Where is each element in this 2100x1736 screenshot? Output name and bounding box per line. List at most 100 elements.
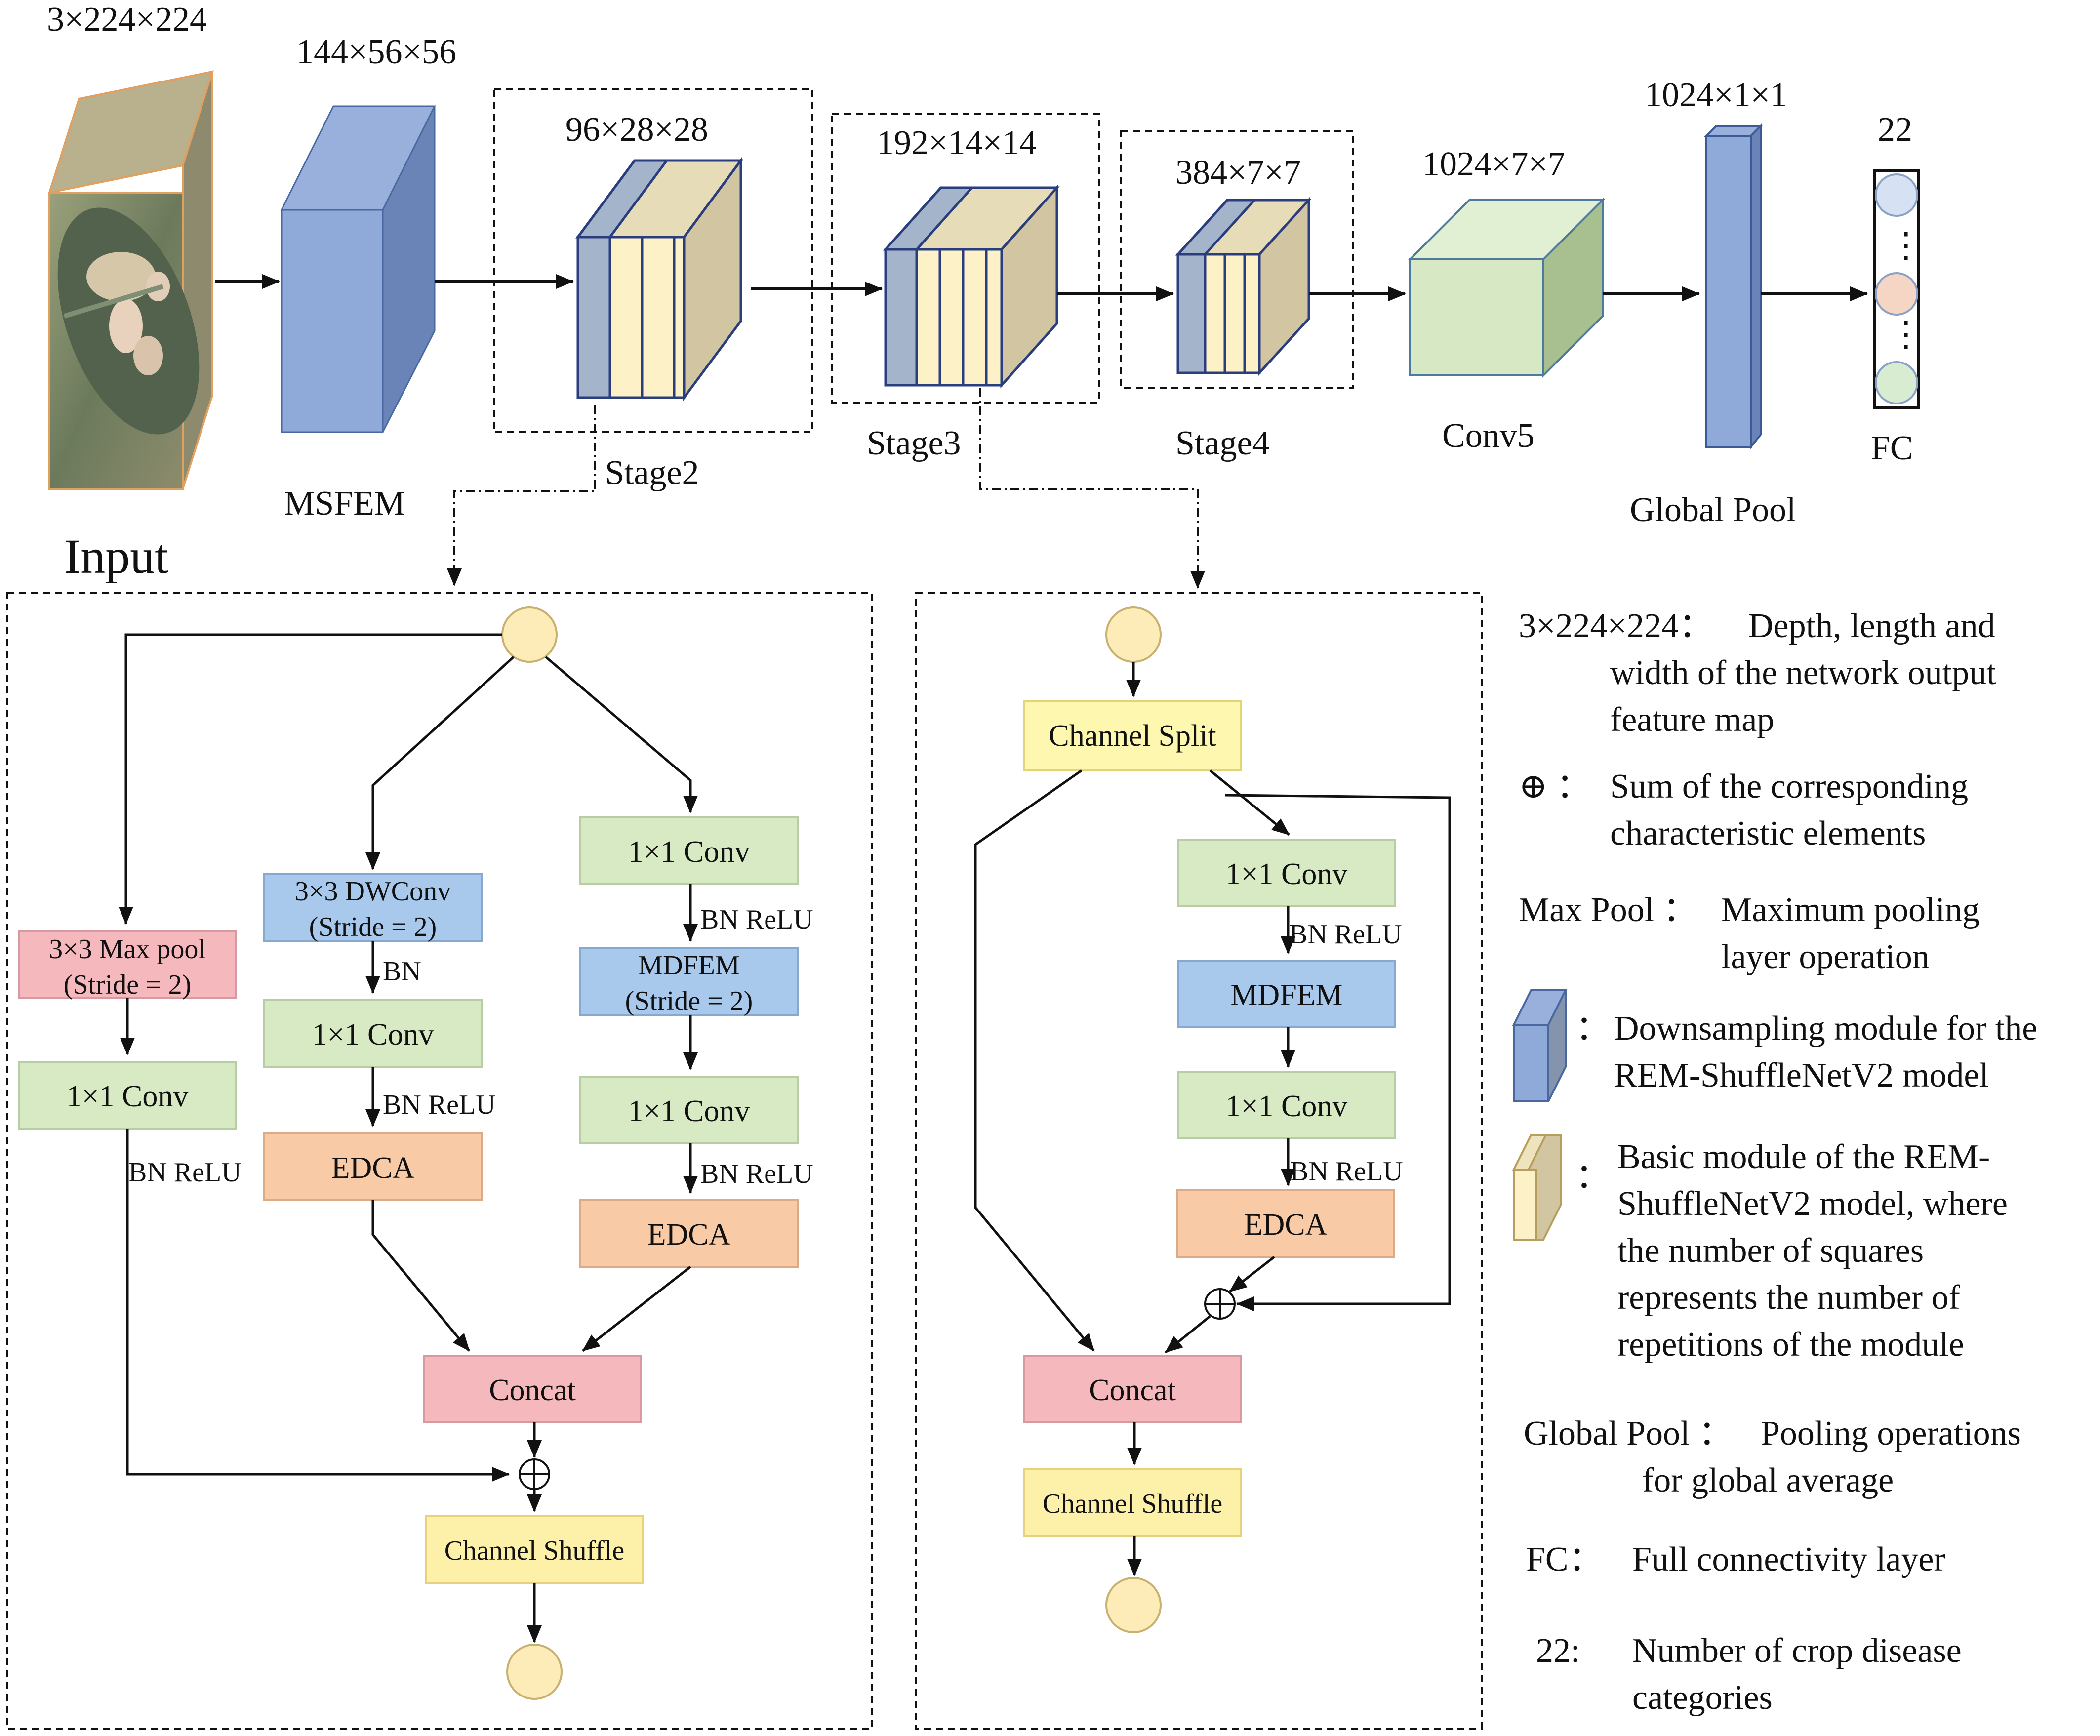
left-branch-b-arrow — [365, 656, 515, 870]
legend-gpool-desc-2: for global average — [1642, 1461, 1894, 1499]
right-mdfem-label: MDFEM — [1230, 978, 1342, 1012]
legend-n-desc-2: categories — [1632, 1679, 1773, 1717]
input-dims: 3×224×224 — [47, 0, 207, 39]
right-residual-arrow — [1224, 794, 1451, 1311]
left-input-node — [501, 606, 558, 663]
conv5-block — [1408, 198, 1605, 378]
left-branch-c-arrow — [545, 656, 698, 813]
left-a-conv-label: 1×1 Conv — [67, 1080, 189, 1113]
left-shuffle-box — [425, 1515, 644, 1584]
fc-label: FC — [1871, 429, 1913, 467]
right-concat-label: Concat — [1089, 1373, 1176, 1407]
legend-n-key: 22: — [1536, 1632, 1580, 1670]
left-c-bnrelu1: BN ReLU — [700, 904, 813, 935]
arrow-rplus-concat — [1165, 1315, 1211, 1353]
left-concat-label: Concat — [489, 1373, 576, 1407]
legend-basic-key: ： — [1575, 1158, 1610, 1196]
legend-sum-desc-2: characteristic elements — [1610, 814, 1926, 852]
stage4-dims: 384×7×7 — [1175, 154, 1301, 192]
fc-dots-lower: ⋮ — [1889, 316, 1923, 354]
connector-stage3-detail — [979, 388, 1205, 589]
stage3-dims: 192×14×14 — [877, 124, 1037, 162]
legend-sum-key: ⊕ ： — [1519, 767, 1591, 806]
left-b-bn: BN — [383, 956, 421, 987]
right-shuffle-label: Channel Shuffle — [1043, 1489, 1222, 1519]
right-shuffle-box — [1023, 1468, 1242, 1537]
left-detail-frame — [6, 592, 873, 1730]
maxpool-line1: 3×3 Max pool — [49, 934, 206, 965]
right-output-node — [1105, 1577, 1162, 1633]
arrow-split-conv1 — [1209, 769, 1290, 836]
left-mdfem-line1: MDFEM — [638, 950, 739, 981]
dwconv-line1: 3×3 DWConv — [295, 876, 451, 907]
gpool-dims: 1024×1×1 — [1645, 76, 1787, 114]
fc-block — [1873, 169, 1920, 409]
legend-maxpool-desc-1: Maximum pooling — [1721, 891, 1979, 929]
legend-basic-desc-1: Basic module of the REM- — [1617, 1138, 1990, 1176]
conv5-label: Conv5 — [1442, 417, 1535, 455]
legend-dims-desc-2: width of the network output — [1610, 654, 1996, 692]
left-c-conv2-box — [579, 1076, 799, 1144]
arrow-redca-plus — [1229, 1256, 1275, 1292]
left-c-conv1-label: 1×1 Conv — [628, 835, 750, 869]
stage3-frame — [831, 113, 1100, 404]
arrow-edcac-concat — [582, 1266, 691, 1352]
left-concat-box — [423, 1355, 642, 1423]
legend-down-desc-2: REM-ShuffleNetV2 model — [1614, 1056, 1989, 1094]
input-label: Input — [64, 529, 168, 584]
legend-maxpool-key: Max Pool ： — [1519, 891, 1697, 929]
left-b-edca-box — [263, 1132, 483, 1201]
input-image — [48, 70, 214, 490]
dwconv-line2: (Stride = 2) — [309, 912, 437, 942]
right-bypass-arrow — [974, 769, 1095, 1352]
legend-dims-desc-1: Depth, length and — [1748, 607, 1995, 645]
left-c-bnrelu2: BN ReLU — [700, 1159, 813, 1189]
msfem-label: MSFEM — [284, 484, 405, 523]
maxpool-box — [18, 930, 237, 999]
left-b-edca-label: EDCA — [331, 1151, 415, 1185]
legend-gpool-key: Global Pool ： — [1524, 1414, 1733, 1453]
left-mdfem-box — [579, 947, 799, 1016]
left-c-edca-box — [579, 1199, 799, 1268]
legend-gpool-desc-1: Pooling operations — [1761, 1414, 2021, 1453]
right-concat-box — [1023, 1355, 1242, 1423]
right-mdfem-box — [1177, 960, 1396, 1028]
msfem-dims: 144×56×56 — [296, 33, 456, 71]
stage3-block — [883, 184, 1060, 389]
legend-n-desc-1: Number of crop disease — [1632, 1632, 1962, 1670]
legend-down-desc-1: Downsampling module for the — [1614, 1009, 2037, 1048]
right-edca-label: EDCA — [1244, 1208, 1328, 1242]
legend-sum-desc-1: Sum of the corresponding — [1610, 767, 1968, 806]
right-conv2-label: 1×1 Conv — [1226, 1090, 1348, 1123]
left-mdfem-line2: (Stride = 2) — [625, 986, 753, 1016]
stage4-label: Stage4 — [1175, 424, 1270, 462]
left-a-conv-box — [18, 1061, 237, 1130]
fc-node-top — [1875, 173, 1918, 217]
fc-dims: 22 — [1878, 111, 1912, 149]
gpool-label: Global Pool — [1630, 491, 1796, 529]
msfem-block — [280, 105, 436, 433]
legend-dims-desc-3: feature map — [1610, 701, 1774, 739]
fc-dots-upper: ⋮ — [1889, 227, 1923, 265]
arrow-edcab-concat — [371, 1200, 470, 1352]
dwconv-box — [263, 873, 483, 942]
right-edca-box — [1176, 1189, 1395, 1258]
split-label: Channel Split — [1049, 719, 1216, 753]
left-shuffle-label: Channel Shuffle — [444, 1535, 624, 1566]
right-bnrelu1: BN ReLU — [1289, 919, 1402, 950]
stage3-label: Stage3 — [867, 424, 961, 462]
legend-basic-desc-3: the number of squares — [1617, 1232, 1924, 1270]
conv5-dims: 1024×7×7 — [1422, 145, 1565, 183]
legend: 3×224×224： Depth, length and width of th… — [1512, 607, 2037, 1717]
stage2-frame — [493, 88, 813, 433]
legend-down-key: ： — [1575, 1009, 1610, 1048]
legend-fc-key: FC： — [1526, 1540, 1603, 1578]
legend-basic-desc-2: ShuffleNetV2 model, where — [1617, 1185, 2008, 1223]
stage4-frame — [1120, 130, 1354, 389]
left-b-conv-box — [263, 999, 483, 1068]
gpool-block — [1704, 123, 1763, 450]
legend-basic-desc-4: represents the number of — [1617, 1279, 1961, 1317]
legend-maxpool-desc-2: layer operation — [1721, 938, 1930, 976]
maxpool-line2: (Stride = 2) — [64, 969, 192, 1000]
left-c-conv2-label: 1×1 Conv — [628, 1094, 750, 1128]
